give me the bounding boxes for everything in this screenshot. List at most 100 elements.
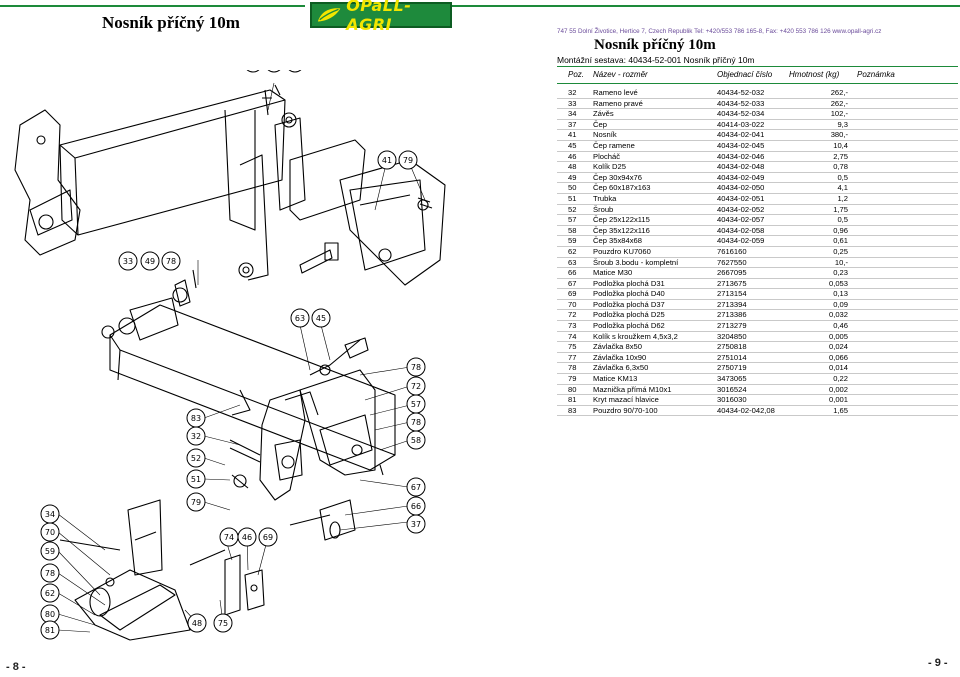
part-order-number: 7616160 [717,246,747,256]
part-name: Trubka [593,193,617,203]
part-position: 69 [568,289,577,299]
part-position: 79 [568,374,577,384]
part-mass: 0,024 [828,342,848,352]
part-mass: 1,65 [833,405,848,415]
part-position: 48 [568,162,577,172]
part-name: Kolík D25 [593,162,626,172]
part-position: 58 [568,225,577,235]
page-number-left: - 8 - [6,661,26,673]
part-name: Čep 35x84x68 [593,236,642,246]
part-mass: 0,23 [833,268,848,278]
header-mass: Hmotnost (kg) [789,70,840,79]
part-order-number: 3016524 [717,384,747,394]
part-position: 62 [568,246,577,256]
part-order-number: 2713279 [717,321,747,331]
leaf-icon [317,8,341,22]
callout-circle [258,527,278,547]
part-position: 46 [568,151,577,161]
callout-label: 41 [382,156,392,165]
part-mass: 9,3 [837,119,848,129]
callout-circle [140,251,160,271]
callout-label: 70 [45,528,55,537]
part-mass: 10,4 [833,140,848,150]
left-page-title: Nosník příčný 10m [102,13,240,32]
part-name: Závlačka 6,3x50 [593,363,649,373]
callout-circle [406,430,426,450]
part-position: 63 [568,257,577,267]
part-name: Šroub 3.bodu - kompletní [593,257,679,267]
callout-label: 81 [45,626,55,635]
part-name: Šroub [593,204,614,214]
callout-circle [311,308,331,328]
part-order-number: 40434-02-057 [717,215,765,225]
part-order-number: 40434-52-034 [717,109,765,119]
parts-table-header: Poz. Název - rozměr Objednací číslo Hmot… [557,66,958,84]
part-order-number: 7627550 [717,257,747,267]
page-number-right: - 9 - [928,657,948,669]
part-mass: 0,032 [828,310,848,320]
part-mass: 0,5 [837,172,848,182]
callout-label: 72 [411,382,421,391]
part-order-number: 2750818 [717,342,747,352]
part-name: Kolík s kroužkem 4,5x3,2 [593,331,678,341]
part-position: 78 [568,363,577,373]
callout-label: 78 [411,418,421,427]
part-mass: 0,066 [828,352,848,362]
callout-label: 59 [45,547,55,556]
callout-label: 33 [123,257,133,266]
part-name: Čep 35x122x116 [593,225,650,235]
part-name: Nosník [593,130,617,140]
part-mass: 0,78 [833,162,848,172]
part-order-number: 40434-02-051 [717,193,765,203]
part-position: 83 [568,405,577,415]
part-mass: 0,61 [833,236,848,246]
part-mass: 262,- [830,98,848,108]
callout-circle [118,251,138,271]
part-mass: 2,75 [833,151,848,161]
callout-label: 32 [191,432,201,441]
callout-label: 78 [166,257,176,266]
callout-label: 52 [191,454,201,463]
callout-circle [237,527,257,547]
part-name: Plocháč [593,151,621,161]
assembly-line: Montážní sestava: 40434-52-001 Nosník př… [557,55,755,65]
part-position: 73 [568,321,577,331]
part-order-number: 2750719 [717,363,747,373]
callout-circle [187,613,207,633]
callout-circle [267,70,281,73]
callout-circle [186,469,206,489]
part-order-number: 2751014 [717,352,747,362]
part-position: 34 [568,109,577,119]
part-order-number: 40434-02-050 [717,183,765,193]
part-order-number: 40434-02-041 [717,130,765,140]
part-position: 33 [568,98,577,108]
callout-label: 45 [316,314,326,323]
contact-line: 747 55 Dolní Životice, Hertice 7, Czech … [557,28,882,35]
part-name: Čep 25x122x115 [593,215,650,225]
part-position: 70 [568,299,577,309]
logo-text: OPaLL-AGRI [346,0,412,34]
header-note: Poznámka [857,70,895,79]
part-name: Čep 60x187x163 [593,183,651,193]
part-mass: 0,09 [833,299,848,309]
part-position: 45 [568,140,577,150]
header-order: Objednací číslo [717,70,773,79]
callout-label: 69 [263,533,273,542]
part-order-number: 40434-52-033 [717,98,765,108]
callout-circle [377,150,397,170]
part-name: Matice M30 [593,268,633,278]
part-name: Pouzdro KU7060 [593,246,651,256]
part-name: Čep 30x94x76 [593,172,642,182]
callout-label: 78 [411,363,421,372]
part-order-number: 2713675 [717,278,747,288]
